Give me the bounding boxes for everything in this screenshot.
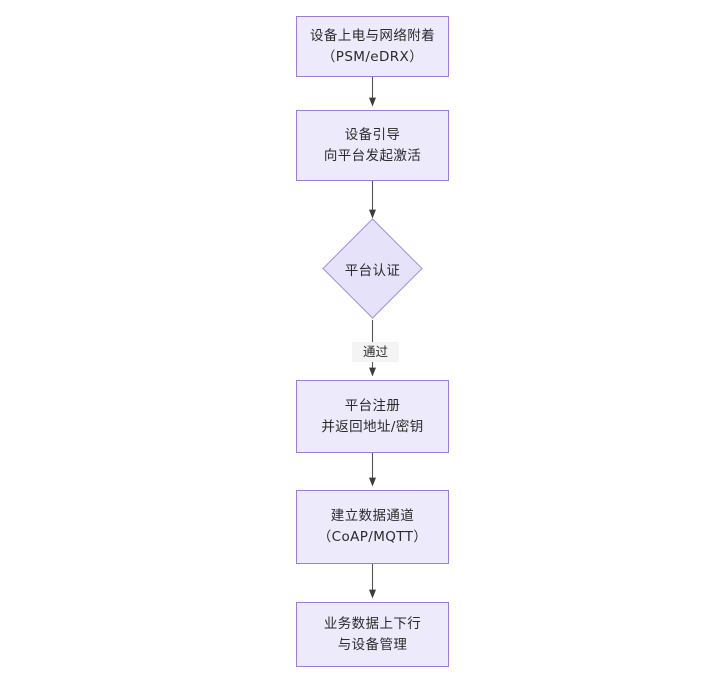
node-platform-register-line-1: 平台注册 (344, 397, 401, 414)
node-data-channel-line-1: 建立数据通道 (330, 508, 415, 524)
node-platform-auth[interactable]: 平台认证 (322, 218, 423, 319)
node-power-on-line-2: （PSM/eDRX） (321, 48, 424, 65)
node-bootstrap-line-2: 向平台发起激活 (323, 147, 422, 164)
node-business-data[interactable]: 业务数据上下行 与设备管理 (296, 602, 449, 667)
node-bootstrap[interactable]: 设备引导 向平台发起激活 (296, 110, 449, 181)
node-platform-auth-line-1: 平台认证 (344, 262, 401, 279)
node-platform-register[interactable]: 平台注册 并返回地址/密钥 (296, 380, 449, 453)
node-power-on[interactable]: 设备上电与网络附着 （PSM/eDRX） (296, 16, 449, 77)
node-data-channel[interactable]: 建立数据通道 （CoAP/MQTT） (296, 490, 449, 564)
platform-auth-label-wrap: 平台认证 (301, 233, 444, 304)
edge-label-pass: 通过 (352, 342, 399, 362)
node-bootstrap-line-1: 设备引导 (344, 126, 401, 143)
node-power-on-line-1: 设备上电与网络附着 (309, 27, 436, 44)
node-data-channel-line-2: （CoAP/MQTT） (317, 529, 428, 545)
node-business-data-line-1: 业务数据上下行 (323, 615, 422, 632)
edge-label-pass-text: 通过 (362, 344, 388, 359)
node-business-data-line-2: 与设备管理 (337, 636, 408, 653)
node-platform-register-line-2: 并返回地址/密钥 (321, 418, 424, 435)
